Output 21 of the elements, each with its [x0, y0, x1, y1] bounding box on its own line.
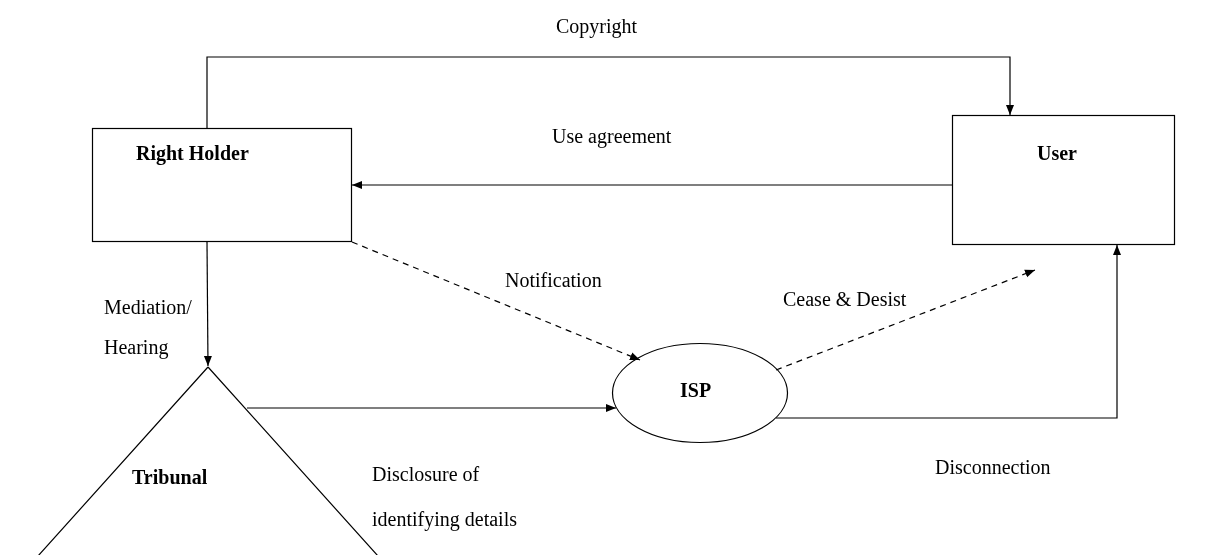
arrow: [351, 241, 641, 361]
process-box: [92, 128, 352, 242]
edge-label: Mediation/ Hearing: [104, 295, 193, 361]
node-label: Tribunal: [132, 466, 208, 489]
process-box: [952, 115, 1175, 245]
arrow: [246, 404, 617, 412]
node-label: User: [1037, 142, 1077, 165]
edge-label: Disclosure of identifying details: [372, 462, 518, 533]
edge-label: Cease & Desist: [783, 287, 908, 311]
arrow: [775, 244, 1121, 419]
arrow: [351, 181, 953, 189]
arrow: [775, 269, 1036, 371]
arrow: [203, 241, 212, 367]
ellipse-node: [612, 343, 788, 443]
edge-label: Use agreement: [552, 124, 673, 148]
edge-label: Notification: [505, 268, 603, 292]
edge-label: Disconnection: [935, 455, 1052, 479]
node-label: ISP: [680, 379, 712, 402]
arrow: [206, 56, 1014, 129]
node-label: Right Holder: [136, 142, 249, 165]
edge-label: Copyright: [556, 14, 639, 38]
